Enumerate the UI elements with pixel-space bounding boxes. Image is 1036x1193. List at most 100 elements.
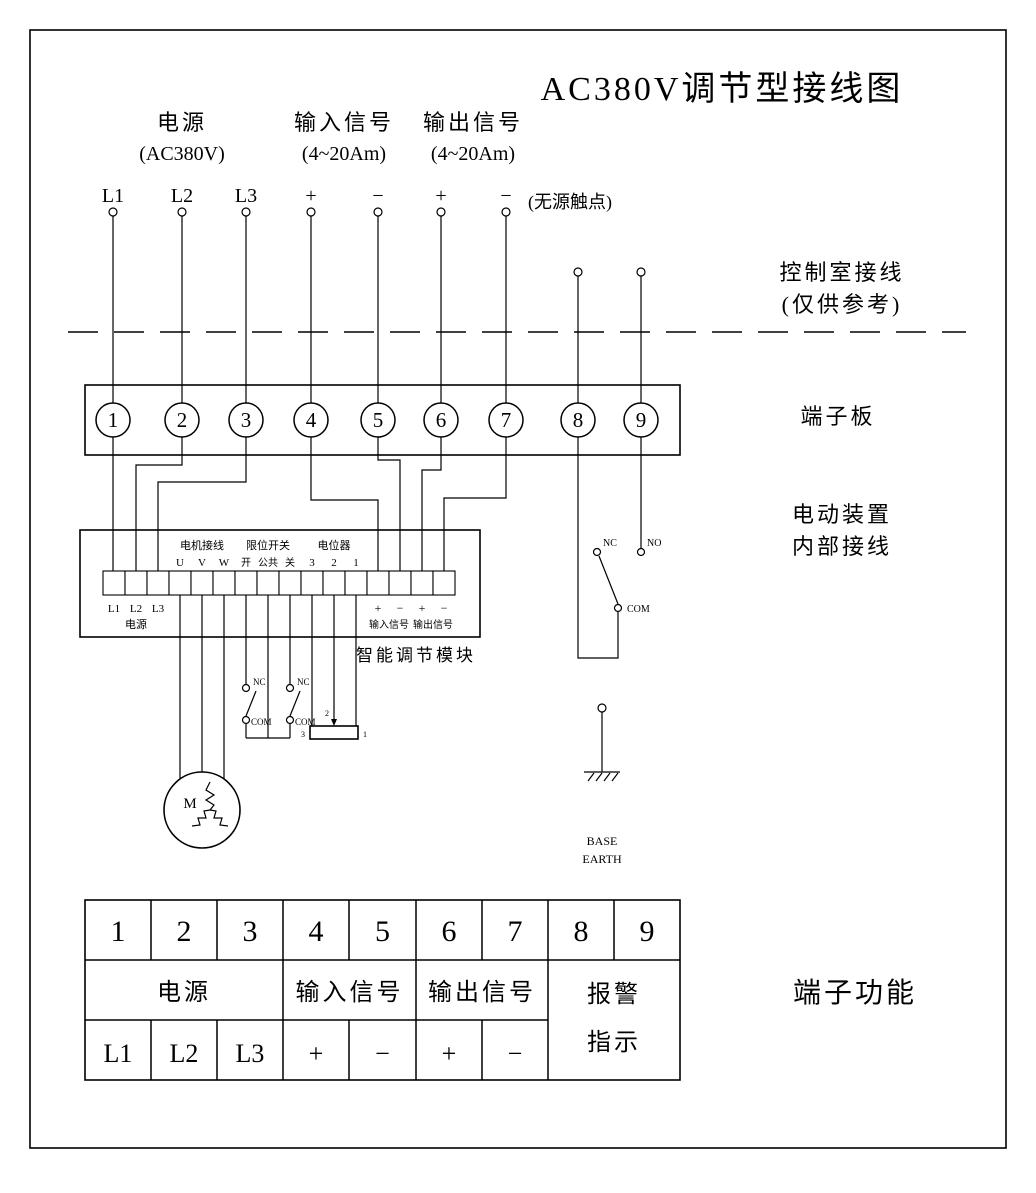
table-bot-plus2: + [442,1039,457,1068]
module-l2-label: L2 [130,603,142,615]
power-group-label: 电源 [157,110,207,135]
alarm-nc-contact [592,547,602,557]
alarm-com-contact [613,603,623,613]
base-earth: BASE EARTH [582,703,622,866]
alarm-nc-label: NC [603,538,617,549]
table-num-4: 4 [309,915,324,948]
limit-switch-contacts: NC COM NC COM [241,595,316,739]
pin-input-minus [373,207,383,217]
alarm-com-label: COM [627,604,650,615]
limit-switch-label: 限位开关 [246,538,290,552]
table-power-cell: 电源 [157,979,211,1006]
module-pot-3-label: 3 [309,557,315,569]
top-terminal-pins [108,207,646,277]
terminal-6-number: 6 [436,408,447,432]
terminal-function-table: 1 2 3 4 5 6 7 8 9 电源 输入信号 输出信号 报警 指示 L1 … [84,899,681,1081]
terminal-function-label: 端子功能 [793,977,917,1009]
limit1-nc-contact [241,683,251,693]
smart-module-name: 智能调节模块 [356,646,476,665]
module-power-label: 电源 [125,617,147,631]
motor-windings [191,781,229,827]
wire-label-l3: L3 [235,185,257,207]
motor-m-label: M [183,796,196,812]
terminal-3-number: 3 [241,408,252,432]
pin-l2 [177,207,187,217]
pot-pin-1: 1 [363,730,367,739]
table-num-5: 5 [375,915,390,948]
module-output-label: 输出信号 [413,618,453,631]
smart-module-box [79,529,481,638]
potentiometer: 3 2 1 [301,595,367,740]
wire-label-minus-out: − [500,185,511,207]
pot-body [309,725,359,740]
module-input-label: 输入信号 [369,618,409,631]
pot-wiper-arrow [331,719,337,726]
table-bot-l3: L3 [236,1039,265,1068]
board-to-module-wires [112,437,642,659]
input-group-label: 输入信号 [294,110,394,135]
module-l3-label: L3 [152,603,165,615]
module-terminal-strip [102,570,456,596]
module-output-minus: − [441,601,448,615]
table-alarm-line1: 报警 [587,981,641,1008]
pin-dry-contact-2 [636,267,646,277]
limit1-nc-label: NC [253,677,266,687]
module-terminal-v-label: V [198,557,206,569]
limit2-com-contact [285,715,295,725]
table-num-1: 1 [111,915,126,948]
table-grid [85,900,680,1080]
table-alarm-line2: 指示 [587,1029,641,1056]
module-terminal-common-label: 公共 [258,557,278,569]
terminal-1-number: 1 [108,408,119,432]
table-bot-plus1: + [309,1039,324,1068]
table-num-7: 7 [508,915,523,948]
table-num-2: 2 [177,915,192,948]
table-function-row: 电源 输入信号 输出信号 报警 指示 [157,979,641,1056]
motor: M [163,595,241,849]
terminal-5-number: 5 [373,408,384,432]
table-border [84,899,681,1081]
diagram-border [29,29,1007,1149]
table-input-cell: 输入信号 [296,979,404,1006]
input-spec-label: (4~20Am) [302,143,386,165]
top-wire-labels: L1 L2 L3 + − + − [102,185,512,207]
power-spec-label: (AC380V) [139,143,225,165]
alarm-switch-arm [598,555,619,605]
internal-wiring-note-1: 电动装置 [792,502,892,527]
motor-circle [163,771,241,849]
table-num-6: 6 [442,915,457,948]
module-pot-1-label: 1 [353,557,359,569]
table-num-9: 9 [640,915,655,948]
limit2-com-label: COM [295,717,316,727]
earth-label-earth: EARTH [582,852,622,866]
wire-label-l2: L2 [171,185,193,207]
diagram-title: AC380V调节型接线图 [541,70,904,108]
terminal-4-number: 4 [306,408,317,432]
side-annotations: 控制室接线 (仅供参考) 端子板 电动装置 内部接线 端子功能 [779,260,917,1009]
pin-output-minus [501,207,511,217]
earth-label-base: BASE [587,834,618,848]
dry-contact-label: (无源触点) [528,192,612,213]
header-labels: 电源 (AC380V) 输入信号 (4~20Am) 输出信号 (4~20Am) … [139,110,612,213]
control-room-note-1: 控制室接线 [779,260,904,285]
terminal-board-label: 端子板 [800,404,875,429]
pin-dry-contact-1 [573,267,583,277]
terminal-8-number: 8 [573,408,584,432]
table-bottom-row: L1 L2 L3 + − + − [104,1039,523,1068]
table-output-cell: 输出信号 [428,979,536,1006]
terminal-board-box [84,384,681,456]
limit1-com-contact [241,715,251,725]
pot-pin-3: 3 [301,730,305,739]
terminal-7-number: 7 [501,408,512,432]
wire-label-plus-in: + [305,185,316,207]
module-terminal-w-label: W [219,557,230,569]
limit2-nc-label: NC [297,677,310,687]
pin-input-plus [306,207,316,217]
table-bot-l2: L2 [170,1039,199,1068]
table-number-row: 1 2 3 4 5 6 7 8 9 [111,915,655,948]
potentiometer-label: 电位器 [318,538,351,552]
wire-label-plus-out: + [435,185,446,207]
output-group-label: 输出信号 [423,110,523,135]
module-pot-2-label: 2 [331,557,337,569]
